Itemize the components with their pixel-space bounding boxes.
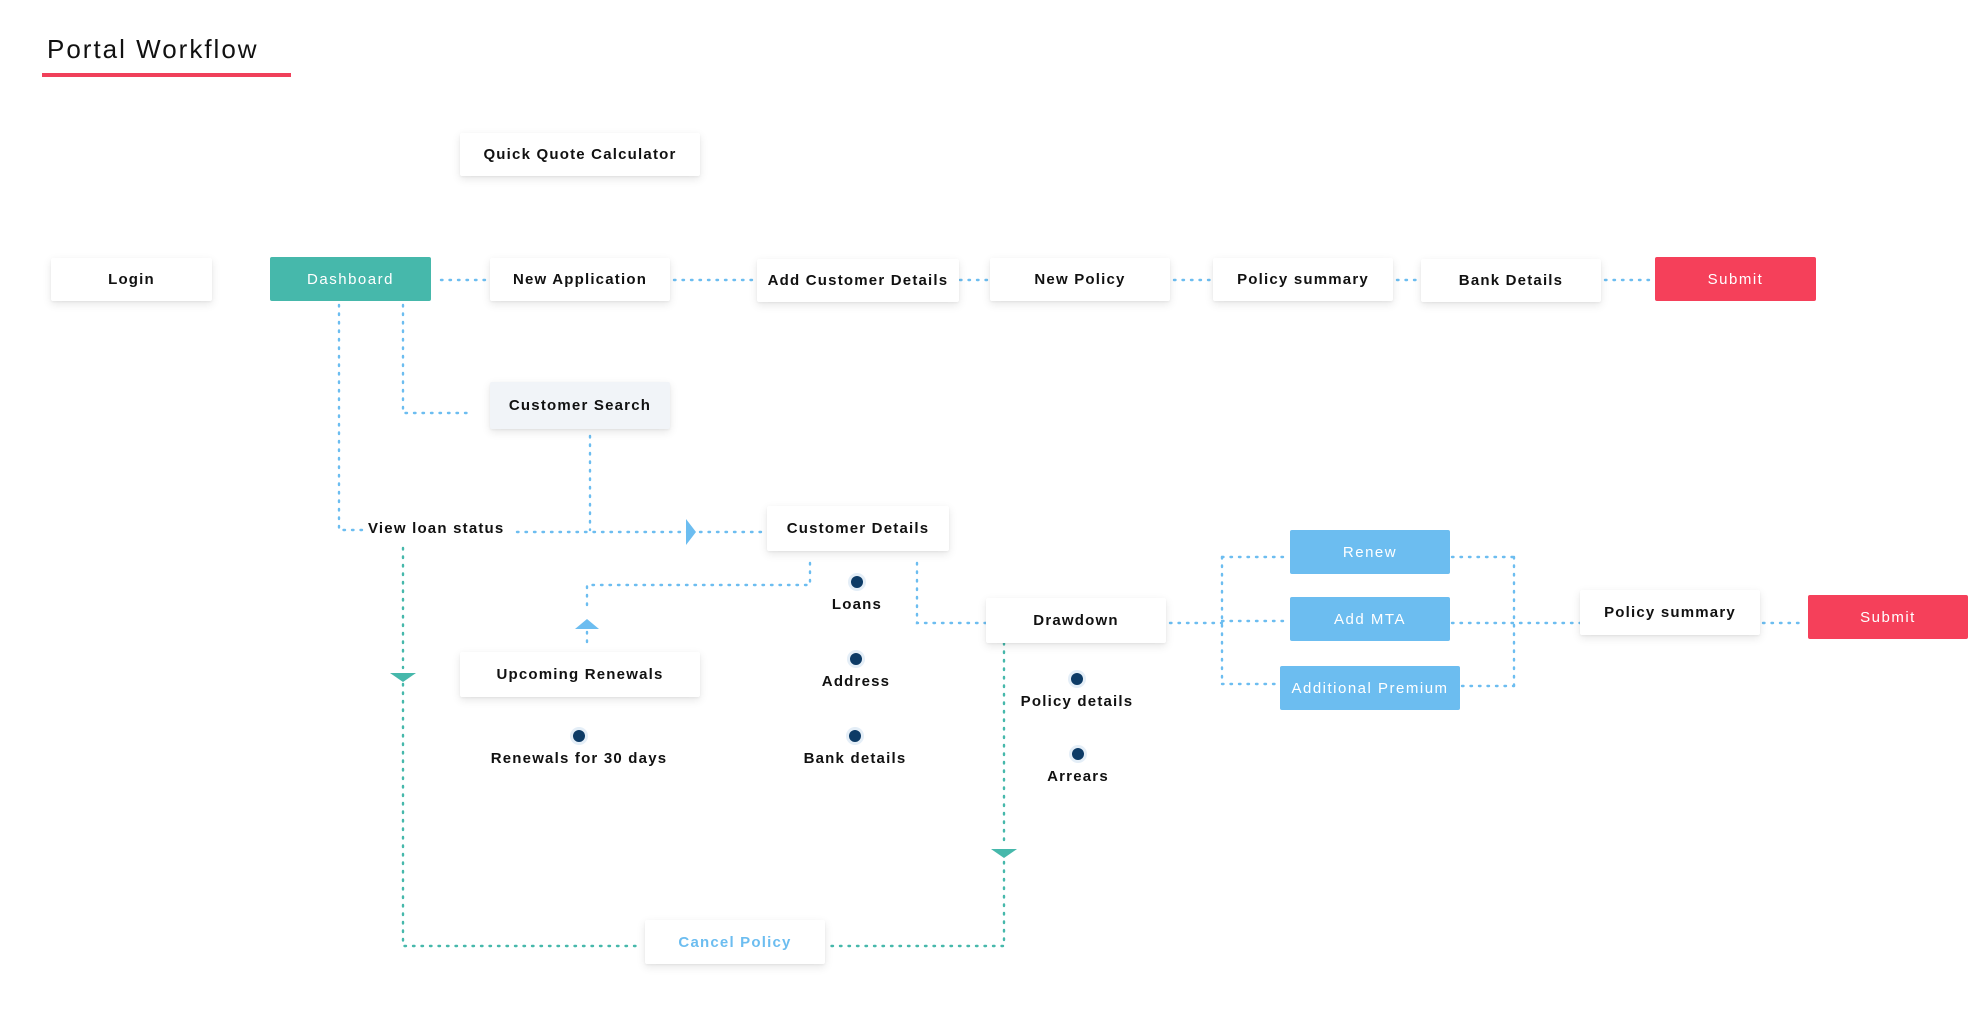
page-title: Portal Workflow [47,34,259,64]
add-customer-details-node[interactable]: Add Customer Details [757,259,959,302]
add-mta-button[interactable]: Add MTA [1290,597,1450,641]
dashboard-node[interactable]: Dashboard [270,257,431,301]
address-dot [850,653,862,665]
loans-label: Loans [831,596,883,613]
customer-details-node[interactable]: Customer Details [767,506,949,551]
new-application-node[interactable]: New Application [490,258,670,301]
connector-right-to-cancel [828,860,1006,948]
connector-customer-details-drawdown [915,561,988,625]
bank-details-label: Bank details [803,750,907,767]
bank-details-dot [849,730,861,742]
arrow-down-right-cancel [991,849,1017,858]
title-underline [42,73,291,77]
login-node[interactable]: Login [51,258,212,301]
policy-details-label: Policy details [1020,693,1134,710]
renewals-30-days-dot [573,730,585,742]
submit-top-button[interactable]: Submit [1655,257,1816,301]
cancel-policy-node[interactable]: Cancel Policy [645,920,825,964]
connector-left-to-cancel [401,682,642,948]
connector-customer-details-renewals [585,561,812,607]
view-loan-status-label[interactable]: View loan status [368,520,505,537]
submit-right-button[interactable]: Submit [1808,595,1968,639]
customer-search-node[interactable]: Customer Search [490,382,670,429]
connector-dashboard-customer-search [401,303,474,415]
quick-quote-calculator-node[interactable]: Quick Quote Calculator [460,133,700,176]
renew-button[interactable]: Renew [1290,530,1450,574]
arrears-label: Arrears [1047,768,1109,785]
policy-summary-top-node[interactable]: Policy summary [1213,258,1393,301]
new-policy-node[interactable]: New Policy [990,258,1170,301]
address-label: Address [821,673,891,690]
connector-dashboard-view-loan [337,303,365,532]
additional-premium-button[interactable]: Additional Premium [1280,666,1460,710]
drawdown-node[interactable]: Drawdown [986,598,1166,643]
renewals-30-days-label: Renewals for 30 days [490,750,668,767]
policy-summary-right-node[interactable]: Policy summary [1580,590,1760,635]
arrow-down-left-cancel [390,673,416,682]
loans-dot [851,576,863,588]
arrears-dot [1072,748,1084,760]
policy-details-dot [1071,673,1083,685]
upcoming-renewals-node[interactable]: Upcoming Renewals [460,652,700,697]
arrow-up-renewals [575,619,599,629]
arrow-right-customer-details [686,519,696,545]
bank-details-top-node[interactable]: Bank Details [1421,259,1601,302]
